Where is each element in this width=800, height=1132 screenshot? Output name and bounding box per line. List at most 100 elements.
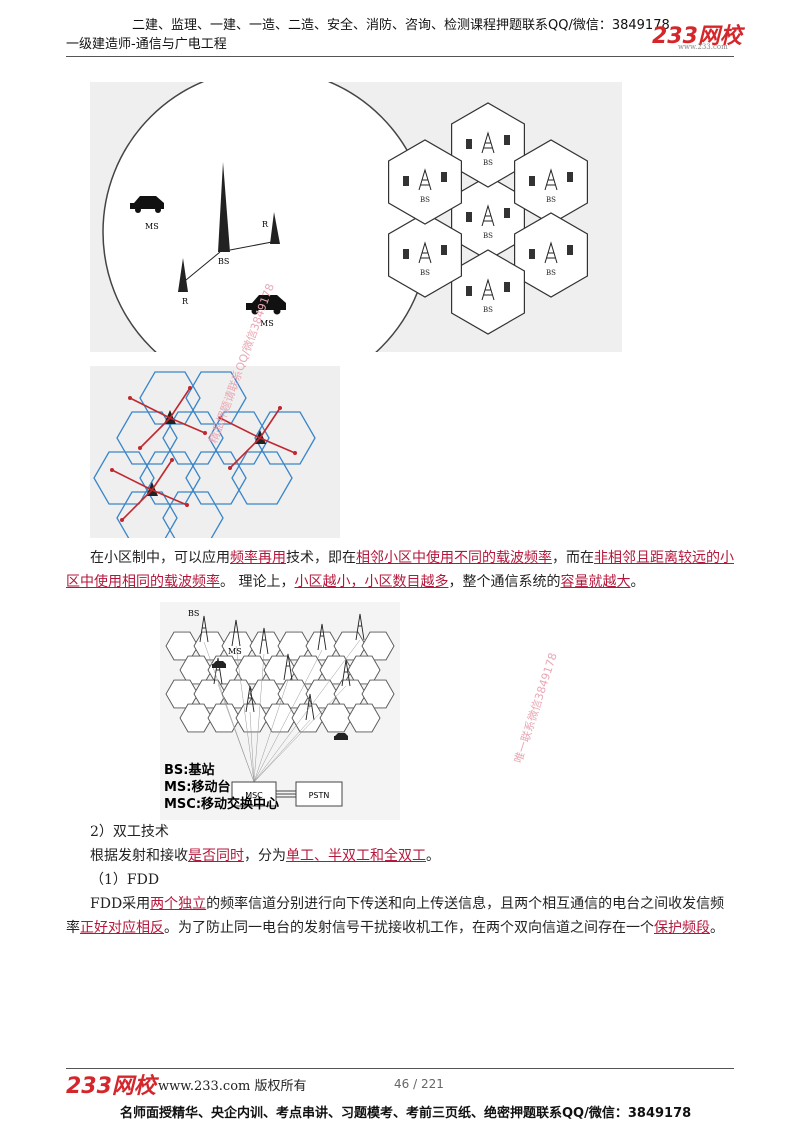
legend-ms: MS:移动台 (164, 779, 231, 795)
paragraph-frequency-reuse: 在小区制中，可以应用频率再用技术，即在相邻小区中使用不同的载波频率，而在非相邻且… (66, 546, 736, 594)
header-logo-url: www.233.com (678, 43, 728, 51)
hex-bs-label: BS (420, 269, 430, 277)
hex-cell (254, 411, 316, 465)
text-run: ，整个通信系统的 (448, 574, 561, 590)
tower-icon (305, 693, 315, 721)
pstn-label: PSTN (309, 791, 330, 800)
hex-cell (451, 175, 525, 261)
phone-icon (466, 286, 472, 296)
arrow (151, 459, 173, 491)
arrow (139, 417, 171, 449)
arrow (169, 417, 206, 434)
text-run: FDD采用 (90, 896, 151, 912)
arrow (259, 407, 281, 439)
phone-icon (504, 208, 510, 218)
hex-cell (208, 411, 270, 465)
tower-icon (418, 168, 432, 191)
car-icon (334, 733, 348, 740)
hex-cell (116, 411, 178, 465)
phone-icon (504, 135, 510, 145)
arrows-group (110, 386, 297, 522)
text-run: 。 理论上， (220, 574, 295, 590)
figure-cellular-network: MSC PSTN BS MS BS:基站 MS:移动台 MSC:移动交换中心 (160, 602, 400, 820)
hex-cell (361, 631, 395, 661)
tower-icon (355, 613, 365, 641)
figure3-svg: MSC PSTN BS MS BS:基站 MS:移动台 MSC:移动交换中心 (164, 609, 395, 812)
hex-cell (514, 139, 588, 225)
hex-cell (388, 212, 462, 298)
header-logo: 233网校 (652, 24, 742, 49)
hex-cell (451, 102, 525, 188)
footer-promo: 名师面授精华、央企内训、考点串讲、习题模考、考前三页纸、绝密押题联系QQ/微信：… (120, 1106, 692, 1121)
arrow (169, 387, 191, 419)
car-icon (212, 661, 226, 668)
highlight-run: 容量就越大 (560, 574, 631, 590)
tower-icon (199, 615, 209, 643)
paragraph-fdd: FDD采用两个独立的频率信道分别进行向下传送和向上传送信息，且两个相互通信的电台… (66, 892, 736, 940)
text-run: 的频率信道分别进行向下传送和向上传送信息，且两个相互通信的电台之间收发信频率 (66, 896, 725, 936)
hex-grid-gray (165, 631, 395, 733)
section-duplex-heading: 2）双工技术 (90, 824, 169, 840)
header-rule (66, 56, 734, 57)
hex-cell (179, 703, 213, 733)
car-icon-top (130, 196, 164, 213)
hex-bs-label: BS (483, 306, 493, 314)
phone-icon (403, 249, 409, 259)
paragraph-duplex: 根据发射和接收是否同时，分为单工、半双工和全双工。 (90, 844, 730, 868)
arrow (259, 437, 296, 454)
tower-icon (481, 204, 495, 227)
label-bs: BS (218, 257, 229, 266)
footer-logo: 233网校 (66, 1074, 156, 1099)
repeater-left-icon (178, 258, 188, 292)
repeater-right-icon (270, 212, 280, 244)
tower-icon (259, 627, 269, 655)
label-r-right: R (262, 220, 269, 229)
phone-icon (403, 176, 409, 186)
tower-icon (544, 168, 558, 191)
text-run: ，分为 (244, 848, 286, 864)
text-run: 。为了防止同一电台的发射信号干扰接收机工作，在两个双向信道之间存在一个 (164, 920, 654, 936)
hex-cell (231, 451, 293, 505)
text-run: 技术，即在 (286, 550, 356, 566)
link-line (229, 241, 273, 251)
link-line (185, 251, 221, 281)
arrow (121, 489, 153, 521)
phone-icon (466, 139, 472, 149)
hex-cell (451, 249, 525, 335)
pstn-box (295, 781, 343, 807)
msc-links (203, 639, 361, 783)
hex-cell (347, 703, 381, 733)
hex-cell (139, 451, 201, 505)
tower-icon (341, 659, 351, 687)
arrow (219, 417, 261, 439)
highlight-run: 正好对应相反 (80, 920, 164, 936)
arrow (151, 489, 188, 506)
arrow (229, 437, 261, 469)
legend-bs: BS:基站 (164, 762, 214, 778)
hex-cell (263, 703, 297, 733)
text-run: 根据发射和接收 (90, 848, 188, 864)
phone-icon (529, 176, 535, 186)
highlight-run: 是否同时 (188, 848, 244, 864)
hex-cell (185, 451, 247, 505)
highlight-run: 单工、半双工和全双工 (286, 848, 426, 864)
arrow (111, 469, 153, 491)
label-ms-bottom: MS (260, 319, 274, 328)
tower-icon (544, 241, 558, 264)
bs-label: BS (188, 609, 199, 618)
text-run: 在小区制中，可以应用 (90, 550, 230, 566)
watermark-2: 唯一联系微信3849178 (511, 651, 560, 765)
phone-icon (529, 249, 535, 259)
msc-box (231, 781, 277, 807)
bs-tower-icon (218, 162, 230, 252)
ms-label: MS (228, 647, 242, 656)
hex-grid-blue (93, 371, 316, 545)
hex-bs-label: BS (546, 269, 556, 277)
hex-cell (162, 411, 224, 465)
hex-bs-label: BS (483, 159, 493, 167)
tower-icon (231, 619, 241, 647)
hex-cell (388, 139, 462, 225)
tower-icon (317, 623, 327, 651)
